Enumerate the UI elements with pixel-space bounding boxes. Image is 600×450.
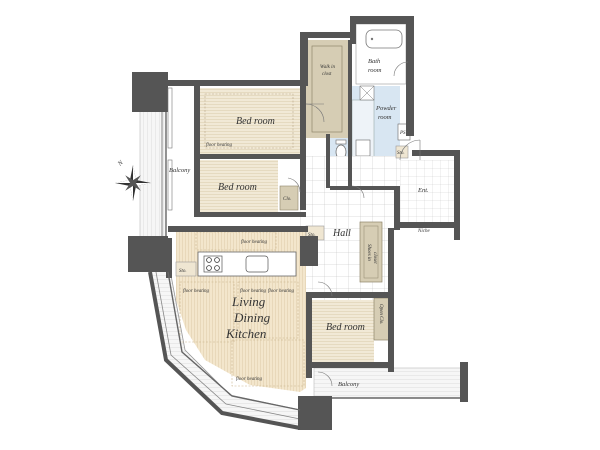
bedroom-1-heating-zone xyxy=(204,93,294,149)
ldk-heating-zone-4 xyxy=(231,339,305,387)
doors xyxy=(287,61,421,387)
shoes-in-closet xyxy=(359,221,383,283)
shoes-in-closet-label-2: closet xyxy=(372,252,377,264)
walk-in-closet-label-2: clost xyxy=(322,72,332,77)
sto-kitchen-closet xyxy=(175,261,197,277)
walls xyxy=(128,16,468,430)
floor-heating-label: floor heating xyxy=(268,289,294,294)
sink xyxy=(245,255,269,273)
bedroom-1-floor xyxy=(200,88,300,156)
balcony-south-label: Balcony xyxy=(338,381,359,388)
floor-heating-label: floor heating xyxy=(241,240,267,245)
sto-utility-label: Sto. xyxy=(397,151,405,156)
ldk-label-kitchen: Kitchen xyxy=(225,326,266,341)
balcony-south-area xyxy=(313,367,465,399)
bath-room-label-1: Bath xyxy=(368,58,380,65)
window-bedroom-2 xyxy=(167,159,173,211)
curved-facade xyxy=(148,271,301,430)
floor-heating-label: floor heating xyxy=(183,289,209,294)
compass-rose-icon xyxy=(115,165,151,201)
powder-room-label-2: room xyxy=(378,114,392,121)
clo-label: Clo. xyxy=(283,197,291,202)
open-closet-label: Open Clo. xyxy=(378,304,383,325)
shoes-in-closet-label-1: Shoes in xyxy=(366,244,371,261)
walk-in-closet-label-1: Walk in xyxy=(320,65,335,70)
balcony-west-label: Balcony xyxy=(169,167,190,174)
sto-hall-label: Sto. xyxy=(308,233,316,238)
hall-label: Hall xyxy=(332,228,351,239)
bathtub xyxy=(365,29,403,49)
bedroom-3-label: Bed room xyxy=(326,322,365,333)
entrance-floor xyxy=(400,160,456,222)
ldk-heating-zone-3 xyxy=(237,281,299,339)
bedroom-1-label: Bed room xyxy=(236,116,275,127)
floor-heating-label: floor heating xyxy=(240,289,266,294)
ent-label: Ent. xyxy=(417,187,429,194)
ldk-heating-zone-2 xyxy=(179,281,235,343)
sto-utility-closet xyxy=(395,145,409,159)
ps-label: PS xyxy=(399,131,406,136)
ldk-label-living: Living xyxy=(231,294,266,309)
clo-closet xyxy=(279,185,299,211)
ldk-label-dining: Dining xyxy=(233,310,271,325)
sto-kitchen-label: Sto. xyxy=(179,269,187,274)
powder-room-label-1: Powder xyxy=(375,105,397,112)
bath-room-label-2: room xyxy=(368,67,382,74)
stove xyxy=(203,255,223,273)
walk-in-closet-floor xyxy=(306,40,348,138)
compass-north-label: N xyxy=(116,159,125,168)
floor-heating-label: floor heating xyxy=(236,377,262,382)
bedroom-3-floor xyxy=(310,300,374,364)
bedroom-2-floor xyxy=(200,160,278,212)
niche-label: Niche xyxy=(417,229,430,234)
bedroom-2-label: Bed room xyxy=(218,182,257,193)
floor-heating-label: floor heating xyxy=(206,143,232,148)
window-bedroom-1 xyxy=(167,87,173,149)
